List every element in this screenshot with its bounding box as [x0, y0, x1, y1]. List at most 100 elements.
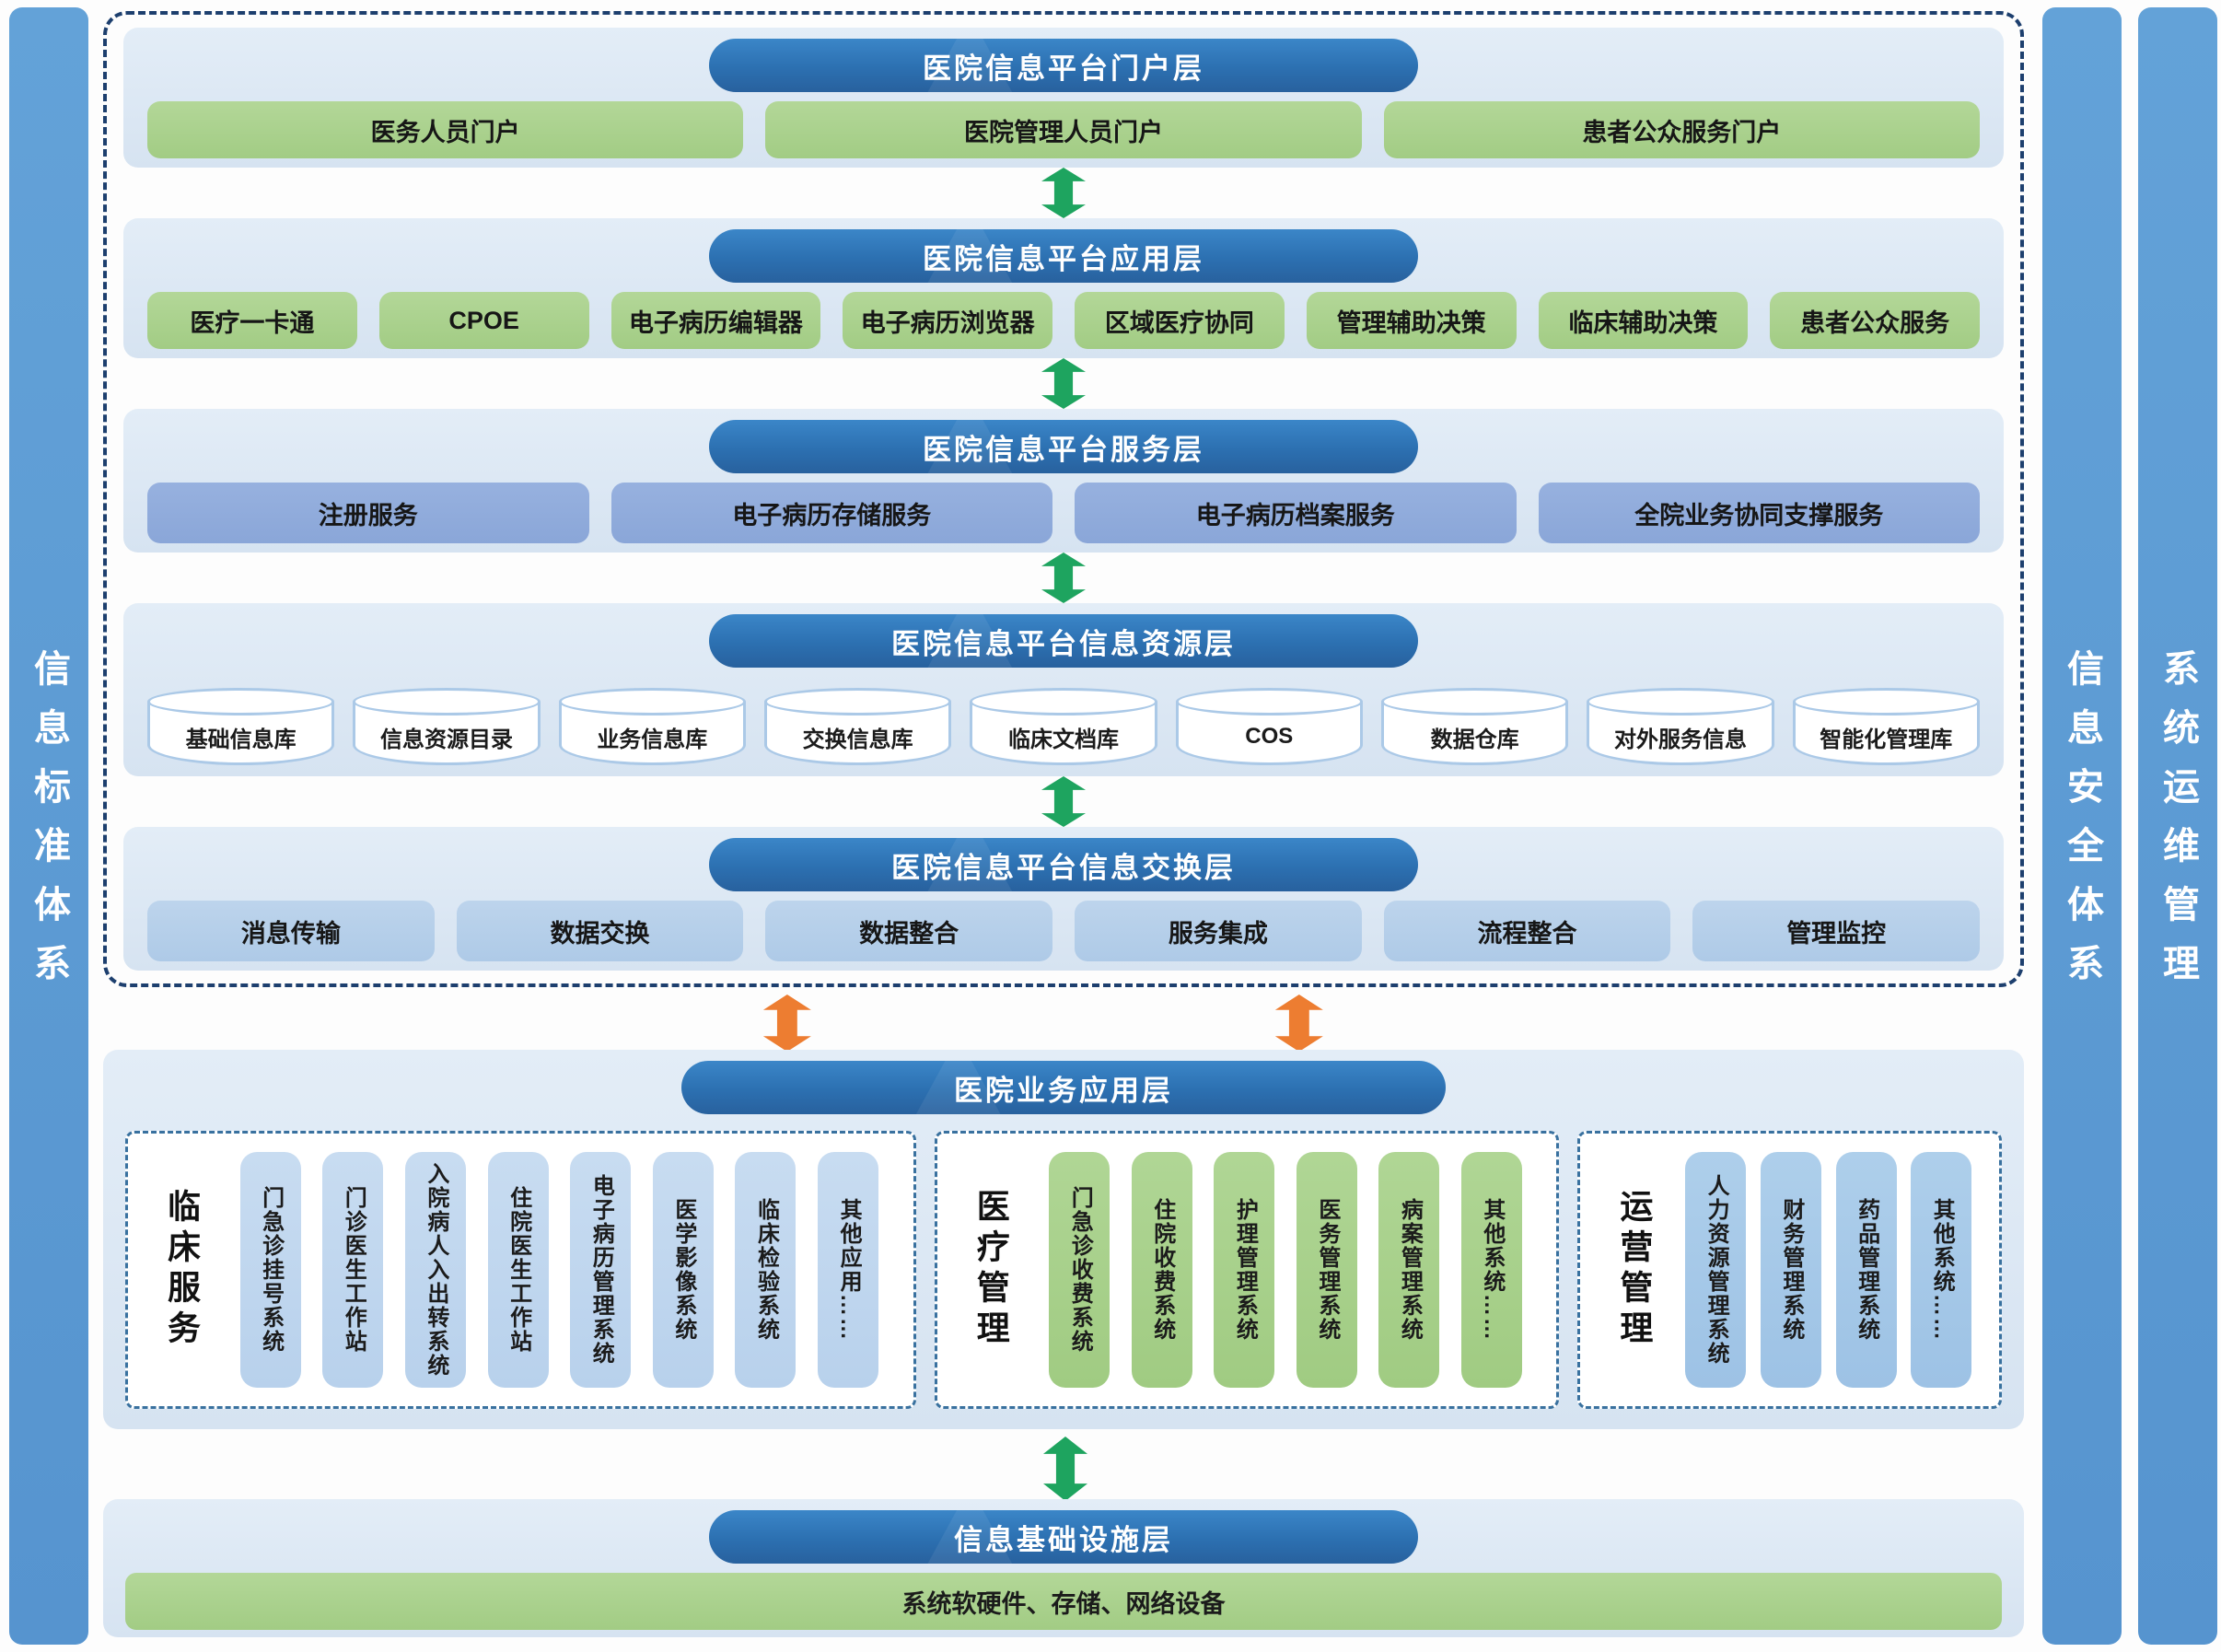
operations-systems: 人力资源管理系统 财务管理系统 药品管理系统 其他系统……: [1670, 1152, 1986, 1388]
system-label: 临床检验系统: [753, 1198, 779, 1342]
cylinder-top: [147, 688, 335, 715]
system-pill: 住院医生工作站: [487, 1152, 549, 1388]
system-label: 门急诊收费系统: [1067, 1186, 1093, 1354]
system-pill: 病案管理系统: [1378, 1152, 1440, 1388]
portal-layer-title: 医院信息平台门户层: [709, 39, 1418, 92]
system-pill: 其他系统……: [1460, 1152, 1522, 1388]
application-layer-title: 医院信息平台应用层: [709, 229, 1418, 283]
sidebar-information-standards: 信息标准体系: [9, 7, 88, 1645]
cylinder-top: [1587, 688, 1774, 715]
application-layer-panel: 医院信息平台应用层 医疗一卡通 CPOE 电子病历编辑器 电子病历浏览器 区域医…: [123, 218, 2004, 358]
exchange-layer-items: 消息传输 数据交换 数据整合 服务集成 流程整合 管理监控: [123, 891, 2004, 971]
system-label: 财务管理系统: [1778, 1198, 1804, 1342]
infrastructure-item: 系统软硬件、存储、网络设备: [125, 1573, 2002, 1630]
system-pill: 临床检验系统: [735, 1152, 797, 1388]
system-label: 住院医生工作站: [506, 1186, 531, 1354]
system-label: 护理管理系统: [1232, 1198, 1258, 1342]
portal-item: 患者公众服务门户: [1383, 101, 1980, 158]
database-cylinder: 智能化管理库: [1792, 688, 1980, 765]
cylinder-top: [558, 688, 746, 715]
database-label: 信息资源目录: [379, 727, 513, 752]
system-label: 医学影像系统: [670, 1198, 696, 1342]
sidebar-security-label: 信息安全体系: [2062, 649, 2102, 1003]
resource-layer-panel: 医院信息平台信息资源层 基础信息库 信息资源目录 业务信息库 交换信息库 临床文…: [123, 603, 2004, 776]
up-down-arrow-icon: [1041, 168, 1086, 218]
sidebar-system-operations: 系统运维管理: [2138, 7, 2217, 1645]
database-label: COS: [1245, 724, 1294, 749]
group-label: 医疗管理: [971, 1189, 1010, 1351]
system-label: 入院病人入出转系统: [423, 1162, 448, 1378]
cylinder-top: [353, 688, 541, 715]
database-cylinder: 交换信息库: [763, 688, 952, 765]
cylinder-top: [970, 688, 1157, 715]
portal-item: 医院管理人员门户: [765, 101, 1362, 158]
system-label: 药品管理系统: [1854, 1198, 1879, 1342]
application-item: 患者公众服务: [1770, 292, 1980, 349]
application-item: 电子病历浏览器: [843, 292, 1052, 349]
exchange-item: 消息传输: [147, 901, 435, 961]
up-down-arrow-icon: [1043, 1437, 1087, 1501]
system-pill: 电子病历管理系统: [570, 1152, 632, 1388]
system-pill: 护理管理系统: [1214, 1152, 1275, 1388]
database-cylinder: 对外服务信息: [1587, 688, 1774, 765]
system-pill: 门诊医生工作站: [322, 1152, 384, 1388]
exchange-layer-panel: 医院信息平台信息交换层 消息传输 数据交换 数据整合 服务集成 流程整合 管理监…: [123, 827, 2004, 971]
system-label: 其他应用……: [836, 1198, 862, 1342]
database-cylinder: 基础信息库: [147, 688, 335, 765]
system-pill: 门急诊挂号系统: [239, 1152, 301, 1388]
business-layer-panel: 医院业务应用层 临床服务 门急诊挂号系统 门诊医生工作站 入院病人入出转系统 住…: [103, 1050, 2024, 1429]
group-medical-management: 医疗管理 门急诊收费系统 住院收费系统 护理管理系统 医务管理系统 病案管理系统…: [934, 1131, 1560, 1409]
infrastructure-layer-title: 信息基础设施层: [709, 1510, 1418, 1564]
resource-layer-items: 基础信息库 信息资源目录 业务信息库 交换信息库 临床文档库 COS 数据仓库 …: [123, 668, 2004, 776]
application-item: 电子病历编辑器: [610, 292, 821, 349]
up-down-arrow-icon: [1041, 358, 1086, 409]
exchange-item: 管理监控: [1692, 901, 1981, 961]
resource-layer-title: 医院信息平台信息资源层: [709, 614, 1418, 668]
database-label: 业务信息库: [597, 727, 708, 752]
application-item: 医疗一卡通: [147, 292, 357, 349]
database-label: 数据仓库: [1430, 727, 1519, 752]
diagram-main-area: 医院信息平台门户层 医务人员门户 医院管理人员门户 患者公众服务门户 医院信息平…: [99, 0, 2031, 1652]
system-pill: 门急诊收费系统: [1049, 1152, 1110, 1388]
database-label: 基础信息库: [185, 727, 297, 752]
application-item: 区域医疗协同: [1075, 292, 1285, 349]
system-pill: 人力资源管理系统: [1685, 1152, 1747, 1388]
system-pill: 其他应用……: [818, 1152, 879, 1388]
database-cylinder: 数据仓库: [1380, 688, 1569, 765]
system-label: 住院收费系统: [1149, 1198, 1175, 1342]
cylinder-top: [1792, 688, 1980, 715]
group-clinical-services: 临床服务 门急诊挂号系统 门诊医生工作站 入院病人入出转系统 住院医生工作站 电…: [125, 1131, 916, 1409]
system-label: 其他系统……: [1479, 1198, 1505, 1342]
database-label: 临床文档库: [1007, 727, 1119, 752]
system-label: 其他系统……: [1929, 1198, 1955, 1342]
system-pill: 入院病人入出转系统: [404, 1152, 466, 1388]
group-operations-management: 运营管理 人力资源管理系统 财务管理系统 药品管理系统 其他系统……: [1577, 1131, 2002, 1409]
portal-layer-panel: 医院信息平台门户层 医务人员门户 医院管理人员门户 患者公众服务门户: [123, 28, 2004, 168]
platform-dashed-boundary: 医院信息平台门户层 医务人员门户 医院管理人员门户 患者公众服务门户 医院信息平…: [103, 11, 2024, 987]
infrastructure-layer-panel: 信息基础设施层 系统软硬件、存储、网络设备: [103, 1499, 2024, 1637]
group-label: 运营管理: [1615, 1189, 1654, 1351]
exchange-item: 服务集成: [1075, 901, 1362, 961]
system-pill: 财务管理系统: [1760, 1152, 1821, 1388]
service-layer-panel: 医院信息平台服务层 注册服务 电子病历存储服务 电子病历档案服务 全院业务协同支…: [123, 409, 2004, 553]
database-cylinder: 临床文档库: [970, 688, 1157, 765]
service-item: 注册服务: [147, 483, 589, 543]
medical-systems: 门急诊收费系统 住院收费系统 护理管理系统 医务管理系统 病案管理系统 其他系统…: [1028, 1152, 1544, 1388]
system-pill: 药品管理系统: [1835, 1152, 1897, 1388]
up-down-arrow-icon: [1041, 553, 1086, 603]
system-label: 病案管理系统: [1397, 1198, 1423, 1342]
system-label: 门急诊挂号系统: [258, 1186, 284, 1354]
database-cylinder: COS: [1175, 688, 1363, 765]
portal-item: 医务人员门户: [147, 101, 744, 158]
service-item: 全院业务协同支撑服务: [1538, 483, 1980, 543]
cylinder-top: [1380, 688, 1569, 715]
database-label: 对外服务信息: [1613, 727, 1747, 752]
database-label: 交换信息库: [802, 727, 913, 752]
database-label: 智能化管理库: [1820, 727, 1953, 752]
database-cylinder: 信息资源目录: [353, 688, 541, 765]
exchange-layer-title: 医院信息平台信息交换层: [709, 838, 1418, 891]
business-layer-title: 医院业务应用层: [681, 1061, 1446, 1114]
system-pill: 其他系统……: [1911, 1152, 1972, 1388]
sidebar-operations-label: 系统运维管理: [2157, 649, 2198, 1003]
